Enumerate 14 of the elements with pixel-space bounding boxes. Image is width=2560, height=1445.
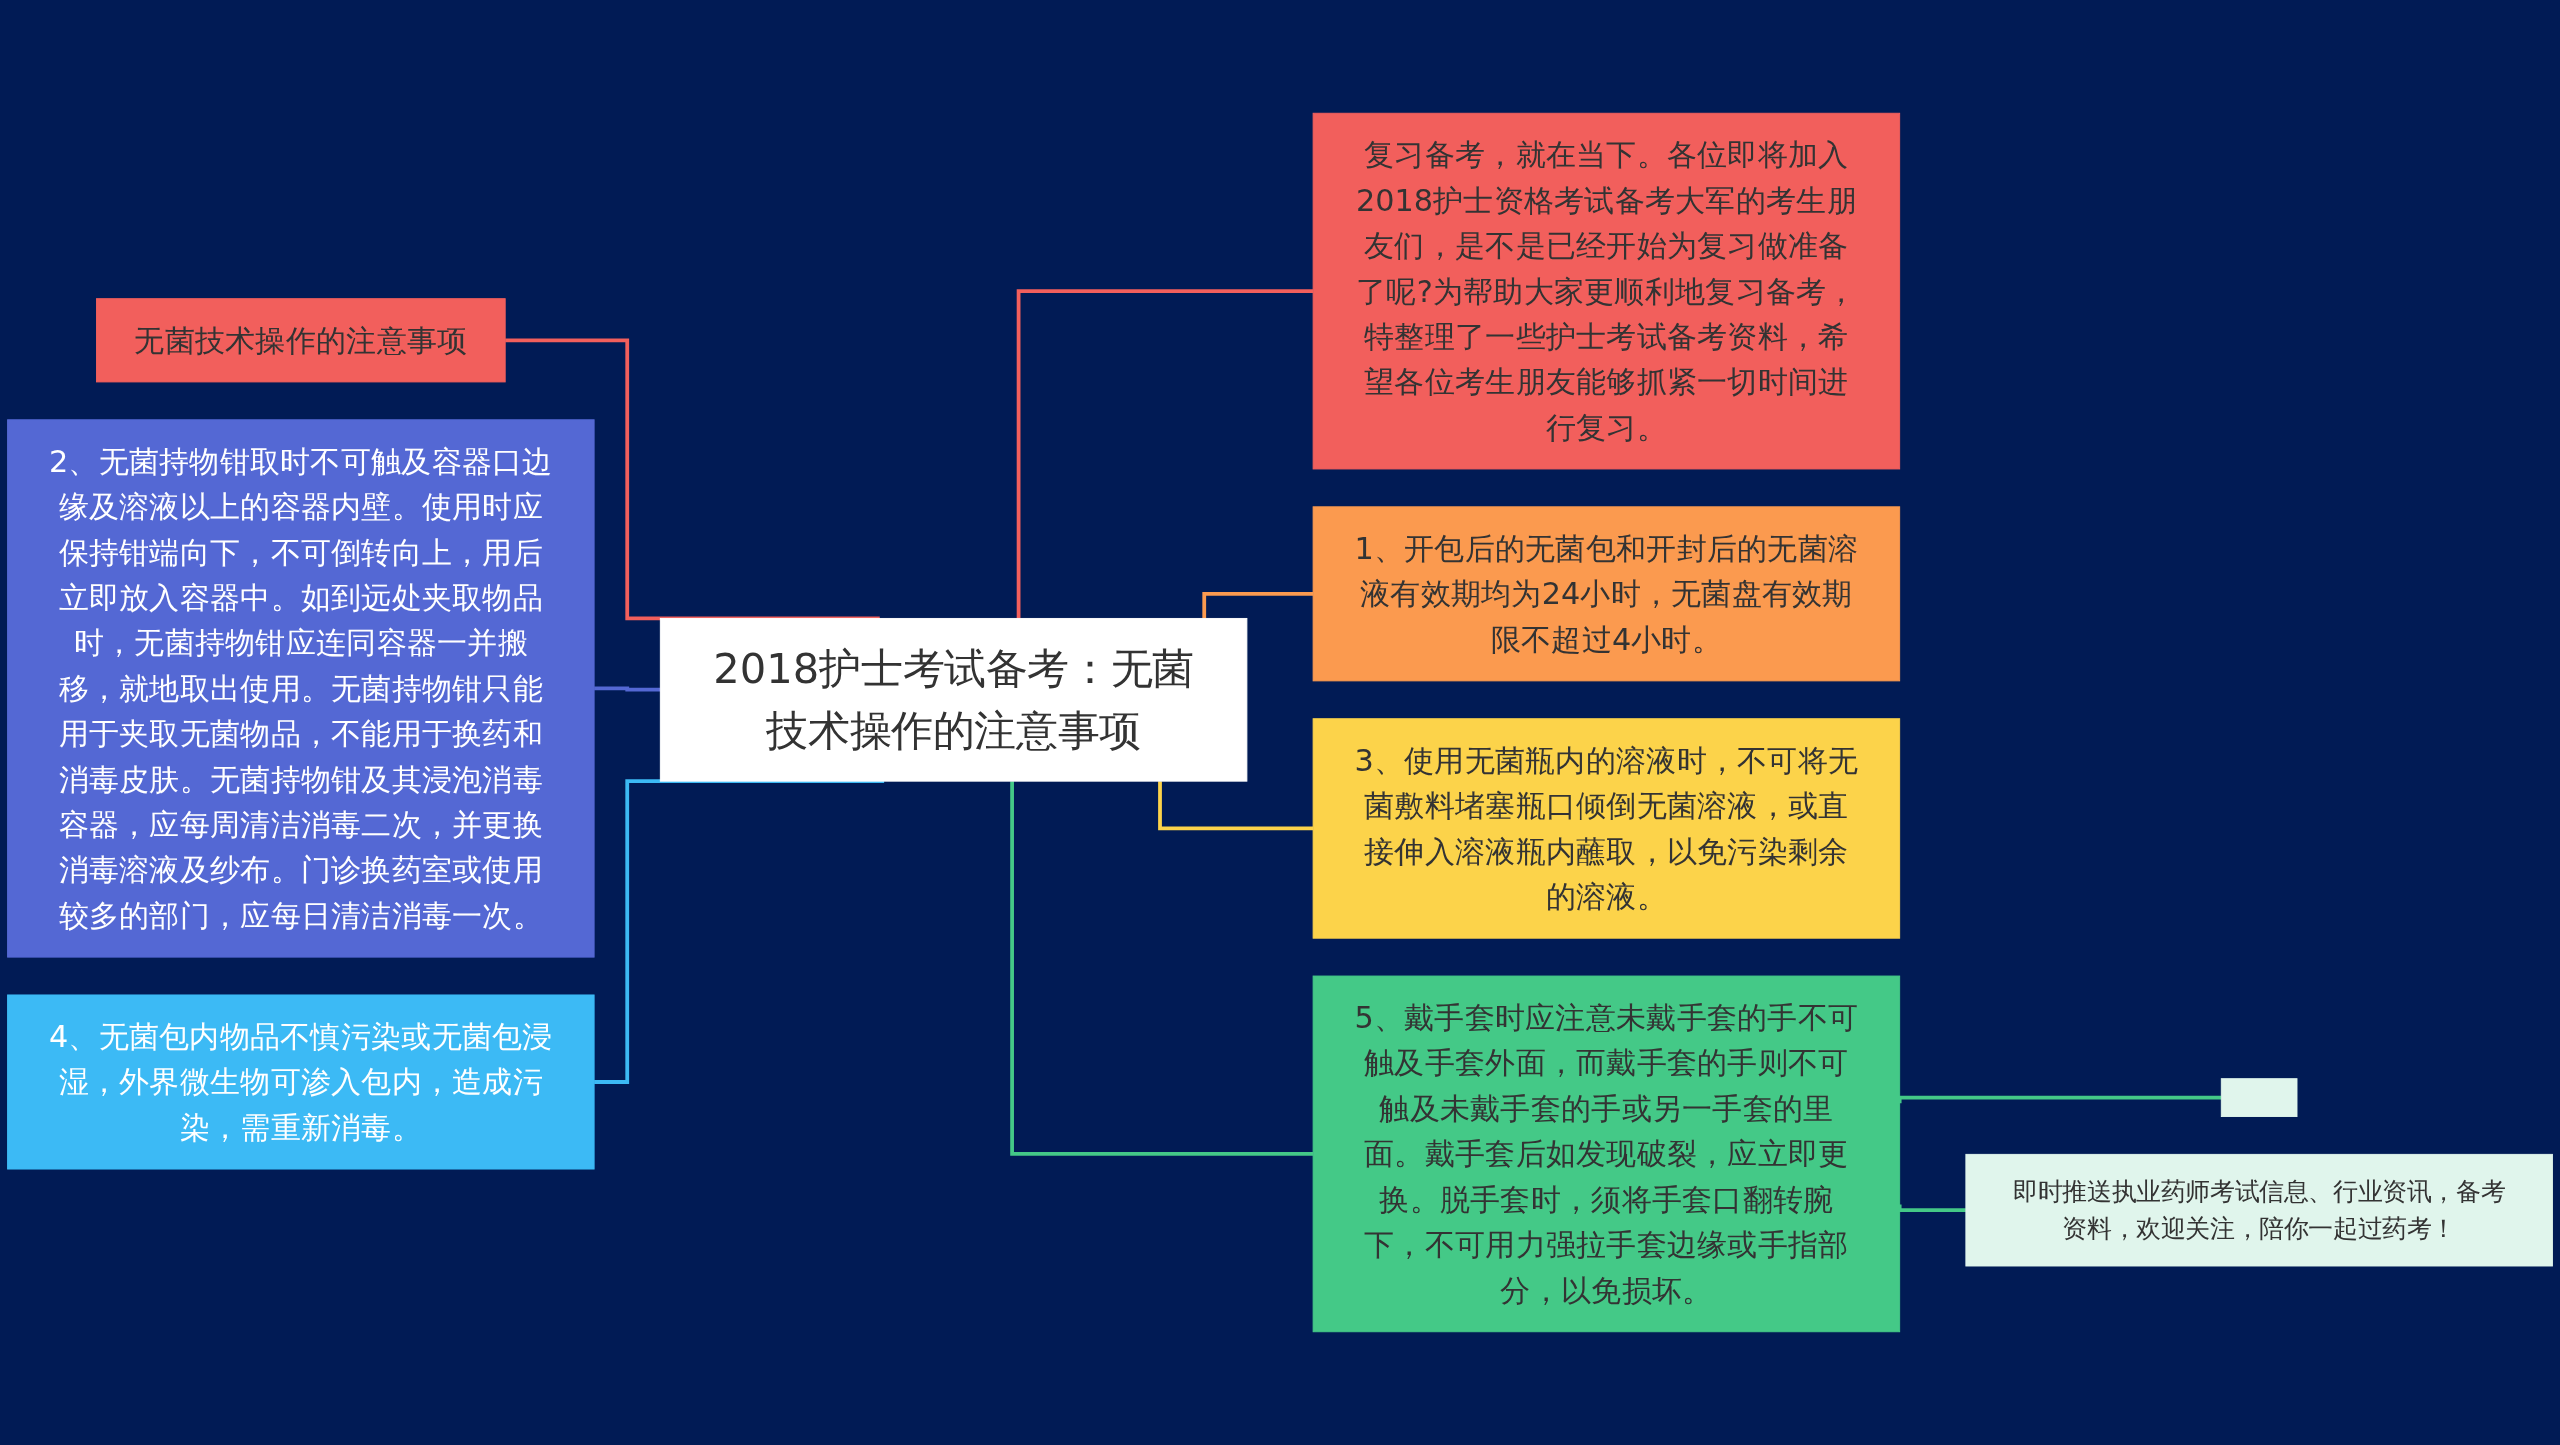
node-box: 4、无菌包内物品不慎污染或无菌包浸湿，外界微生物可渗入包内，造成污染，需重新消毒。 [7, 994, 595, 1170]
connector [1016, 289, 1314, 619]
node-box: 2、无菌持物钳取时不可触及容器口边缘及溶液以上的容器内壁。使用时应保持钳端向下，不可倒转向上，用后立即放入容器中。如到远处夹取物品时，无菌持物钳应连同容器一并搬移，就地取出使用。无菌持物钳只能用于夹取无菌物品，不能用于换药和消毒皮肤。无菌持物钳及其浸泡消毒容器，应每周清洁消毒二次，并更换消毒溶液及纱布。门诊换药室或使用较多的部门，应每日清洁消毒一次。 [7, 419, 595, 958]
connector [1202, 591, 1314, 619]
connector [1158, 781, 1314, 831]
node-box: 即时推送执业药师考试信息、行业资讯，备考资料，欢迎关注，陪你一起过药考！ [1965, 1153, 2553, 1267]
node-box: 3、使用无菌瓶内的溶液时，不可将无菌敷料堵塞瓶口倾倒无菌溶液，或直接伸入溶液瓶内蘸取，以免污染剩余的溶液。 [1312, 718, 1901, 939]
node-box: 复习备考，就在当下。各位即将加入2018护士资格考试备考大军的考生朋友们，是不是已经开始为复习做准备了呢?为帮助大家更顺利地复习备考，特整理了一些护士考试备考资料，希望各位考生朋友能够抓紧一切时间进行复习。 [1312, 112, 1901, 470]
node-box [2220, 1078, 2298, 1117]
node-box: 1、开包后的无菌包和开封后的无菌溶液有效期均为24小时，无菌盘有效期限不超过4小时。 [1312, 506, 1901, 682]
connector [1010, 781, 1314, 1156]
node-box: 无菌技术操作的注意事项 [96, 298, 506, 383]
node-box: 5、戴手套时应注意未戴手套的手不可触及手套外面，而戴手套的手则不可触及未戴手套的手或另一手套的里面。戴手套后如发现破裂，应立即更换。脱手套时，须将手套口翻转腕下，不可用力强拉手套边缘或手指部分，以免损坏。 [1312, 975, 1901, 1333]
node-box: 2018护士考试备考：无菌技术操作的注意事项 [659, 617, 1248, 782]
